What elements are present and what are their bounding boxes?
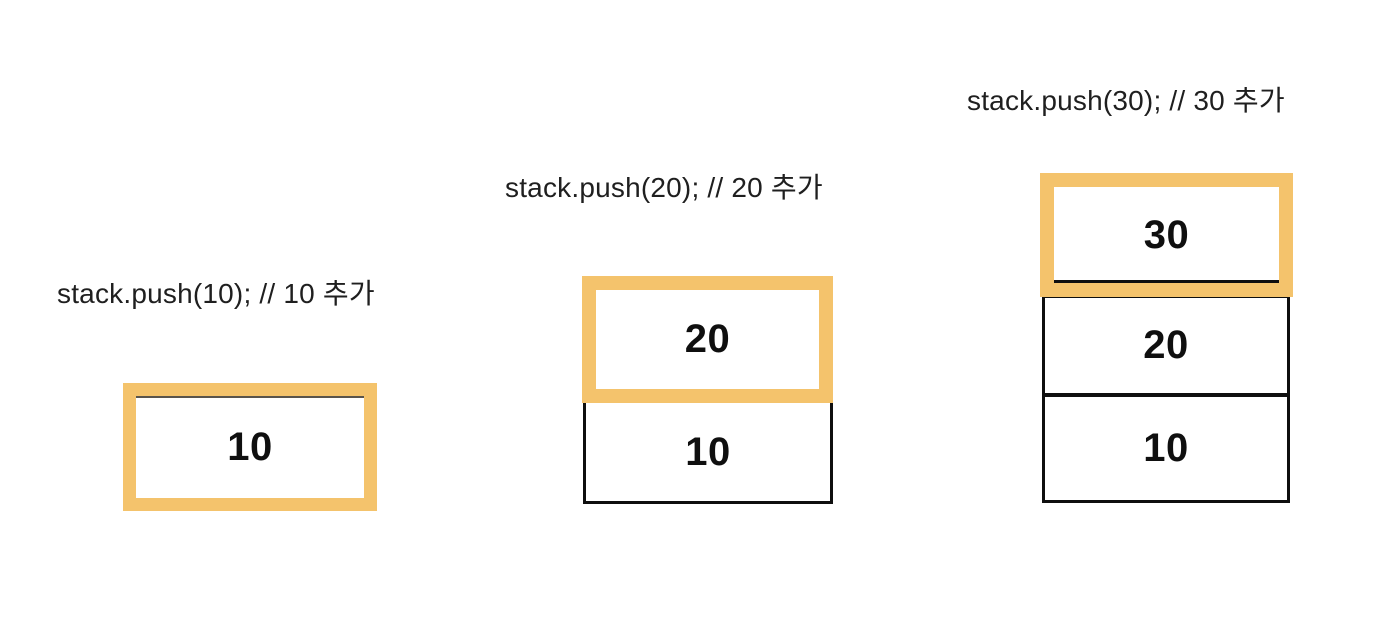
stack-cell-highlighted-30: 30 — [1040, 173, 1293, 297]
stack-cell-highlighted-20: 20 — [582, 276, 833, 403]
stack-cell-value: 10 — [227, 424, 273, 469]
code-label-push-20: stack.push(20); // 20 추가 — [505, 172, 823, 203]
stack-cell-value: 10 — [1143, 426, 1189, 470]
stack-cell-20: 20 — [1042, 295, 1290, 396]
stack-cell-10: 10 — [1042, 394, 1290, 503]
stack-cell-value: 20 — [684, 317, 731, 361]
stack-cell-value: 30 — [1143, 212, 1190, 257]
stack-cell-value: 20 — [1143, 323, 1189, 367]
code-label-push-10: stack.push(10); // 10 추가 — [57, 278, 375, 309]
code-label-push-30: stack.push(30); // 30 추가 — [967, 85, 1285, 116]
cell-inner-edge-line — [1054, 280, 1279, 283]
stack-cell-highlighted-10: 10 — [123, 383, 377, 511]
stack-cell-10: 10 — [583, 400, 833, 504]
cell-inner-edge-line — [136, 396, 364, 398]
stack-cell-value: 10 — [685, 429, 731, 474]
